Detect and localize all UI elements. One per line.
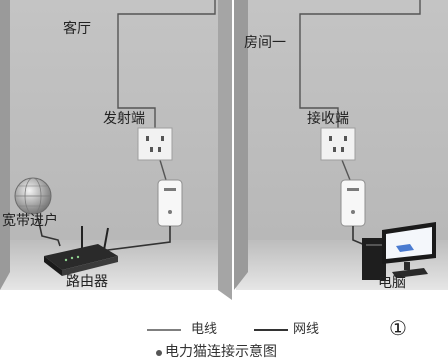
living-room-floor	[0, 240, 226, 290]
transmitter-label: 发射端	[103, 111, 145, 127]
bedroom-plug-cord	[341, 159, 351, 181]
bedroom-power-line	[299, 0, 421, 128]
living-room-label: 客厅	[63, 21, 91, 37]
living-room-left-wall	[0, 0, 10, 290]
legend-power-line-label: 电线	[191, 322, 218, 337]
computer-label: 电脑	[378, 275, 406, 291]
router-label: 路由器	[66, 274, 108, 290]
router-to-transmitter-cable	[91, 226, 171, 253]
power-lines	[117, 0, 421, 181]
living-room-socket	[137, 127, 173, 161]
diagram-caption: 电力猫连接示意图	[165, 344, 277, 360]
figure-number: ①	[389, 316, 407, 340]
receiver-adapter	[340, 179, 366, 227]
living-room-power-line	[117, 0, 216, 128]
broadband-globe-icon	[14, 177, 52, 215]
living-room-plug-cord	[159, 159, 167, 181]
bedroom-socket	[320, 127, 356, 161]
transmitter-adapter	[157, 179, 183, 227]
receiver-label: 接收端	[307, 111, 349, 127]
living-room-right-wall	[218, 0, 232, 300]
broadband-label: 宽带进户	[2, 213, 58, 229]
router-icon	[44, 226, 118, 276]
computer-icon	[362, 222, 436, 280]
broadband-to-router-cable	[37, 217, 61, 247]
legend-network-cable-label: 网线	[293, 322, 320, 337]
bedroom-label: 房间一	[244, 35, 286, 51]
bedroom-left-wall	[234, 0, 248, 290]
caption-bullet	[156, 350, 162, 356]
